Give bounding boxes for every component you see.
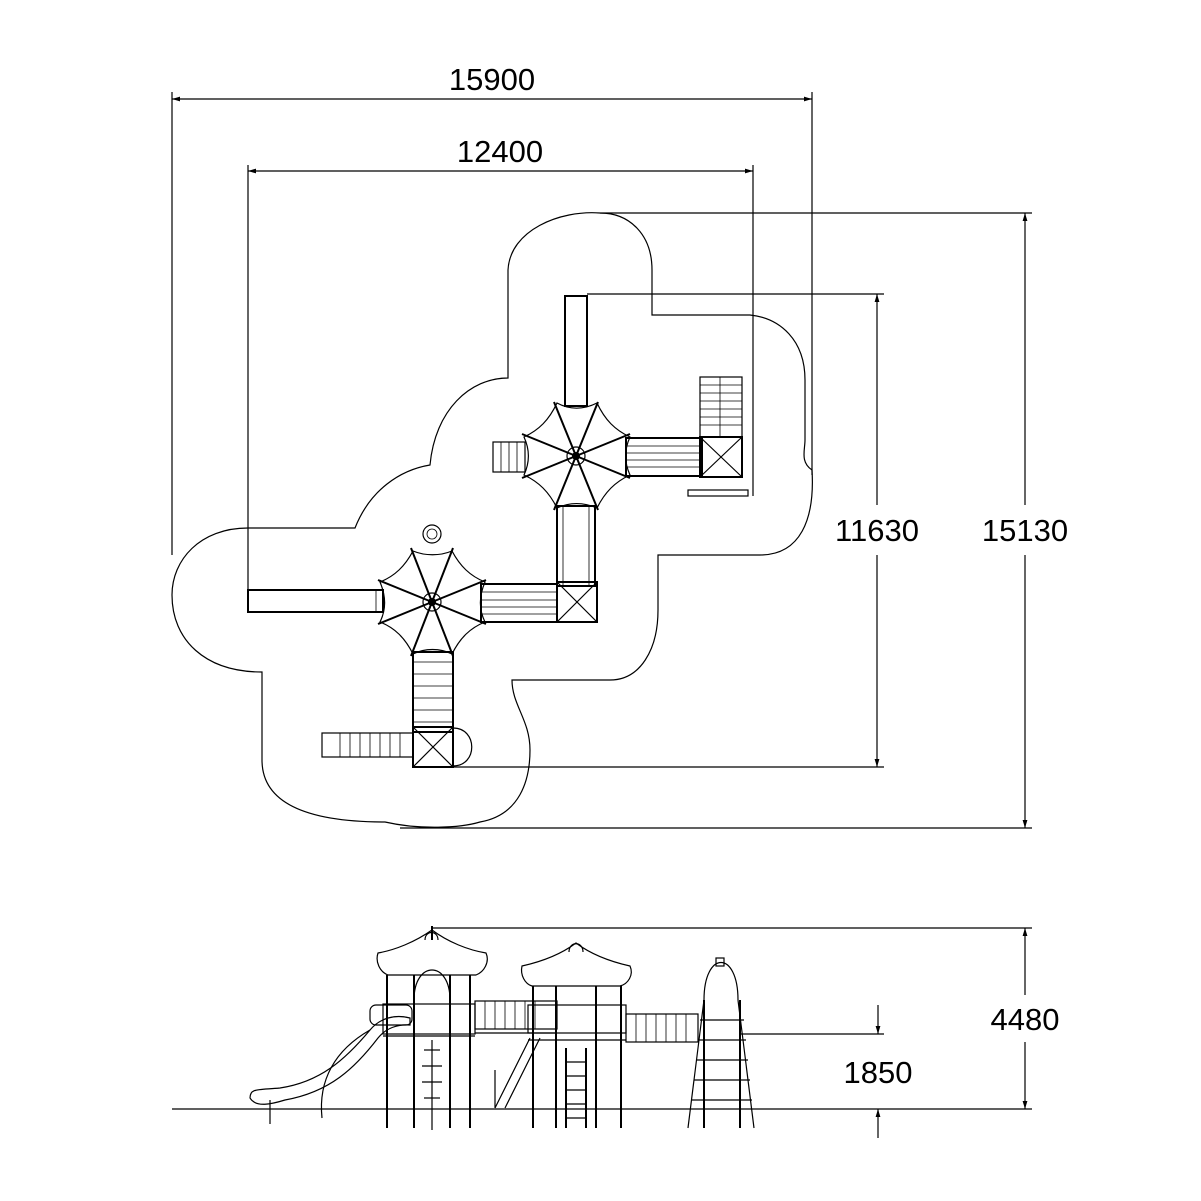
dim-structure-width-label: 12400 <box>457 134 543 169</box>
dim-structure-depth-label: 11630 <box>835 513 919 548</box>
tower-2-elevation <box>520 942 632 1128</box>
safety-zone-outline <box>171 212 813 828</box>
ladder-upper-left <box>492 441 526 473</box>
dimension-platform-height: 1850 <box>740 1005 912 1138</box>
roof-ribs-upper <box>521 401 631 511</box>
roof-2 <box>520 942 632 987</box>
dim-overall-width-label: 15900 <box>449 62 535 97</box>
tower-2-plan <box>492 295 749 587</box>
climbing-net-elevation <box>687 957 755 1129</box>
dimension-structure-depth: 11630 <box>453 293 919 768</box>
tower-1-plan <box>247 524 598 768</box>
dimension-overall-depth: 15130 <box>400 212 1068 829</box>
roof-1 <box>376 929 488 976</box>
plan-view: 15900 12400 11630 15130 <box>171 62 1068 829</box>
ladder-tower-2 <box>565 1048 587 1128</box>
steering-wheel <box>422 524 442 544</box>
bridge-1-elevation <box>474 1000 558 1109</box>
junction-deck <box>556 581 598 623</box>
dimension-structure-width: 12400 <box>247 134 754 590</box>
slide-left <box>247 589 384 613</box>
roof-hub-lower <box>422 592 442 612</box>
climbing-frame-upper <box>687 376 749 497</box>
dimension-overall-height: 4480 <box>432 927 1060 1109</box>
tower-1-elevation <box>376 926 488 1130</box>
stair-lower <box>412 651 454 733</box>
slide-elevation <box>249 1004 413 1124</box>
dim-overall-depth-label: 15130 <box>982 513 1068 548</box>
bridge-lower <box>480 583 558 623</box>
ladder-lower-left <box>321 732 414 758</box>
dim-overall-height-label: 4480 <box>991 1002 1060 1037</box>
roof-hub-upper <box>566 446 586 466</box>
dim-platform-height-label: 1850 <box>844 1055 913 1090</box>
bridge-upper <box>625 437 703 477</box>
dimension-overall-width: 15900 <box>171 62 813 555</box>
elevation-view: 4480 1850 <box>172 926 1059 1138</box>
bridge-2-elevation <box>625 1013 699 1043</box>
walkway-vertical <box>556 505 596 587</box>
roof-ribs-lower <box>377 547 487 657</box>
tube-slide-upper <box>564 295 588 407</box>
